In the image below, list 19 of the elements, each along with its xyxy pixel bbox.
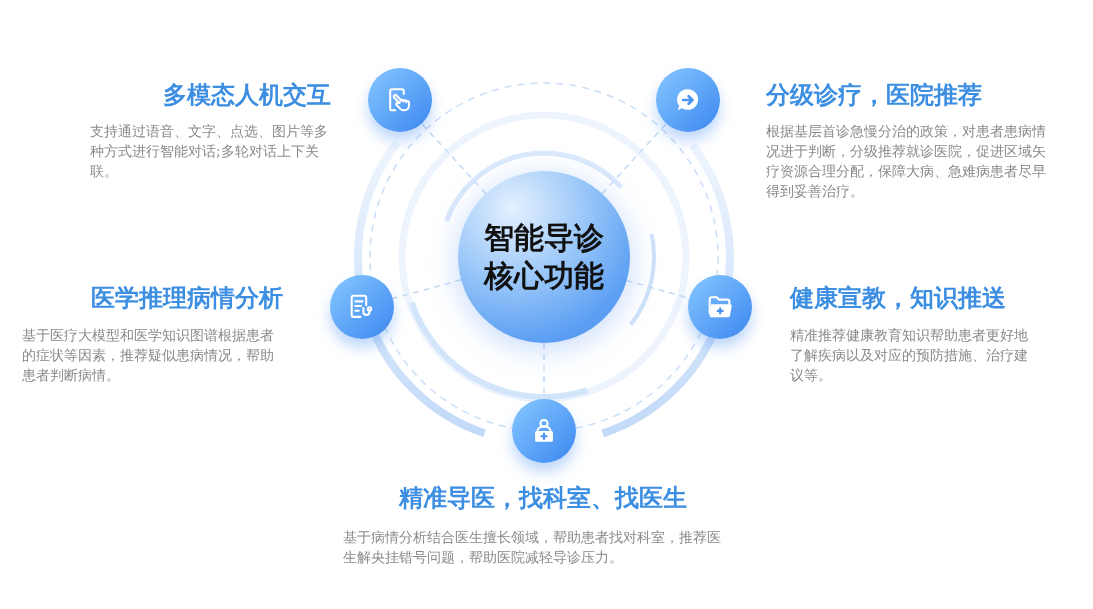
dashed-connector	[392, 279, 462, 300]
person-medical-box-icon	[512, 399, 576, 463]
feature-description: 基于病情分析结合医生擅长领域，帮助患者找对科室，推荐医生解央挂错号问题，帮助医院减轻导诊压力。	[343, 528, 722, 567]
feature-title: 精准导医，找科室、找医生	[399, 483, 687, 513]
feature-title: 健康宣教，知识推送	[790, 283, 1006, 313]
dashed-connector	[420, 122, 487, 195]
folder-plus-icon	[688, 275, 752, 339]
document-stethoscope-icon	[330, 275, 394, 339]
feature-description: 精准推荐健康教育知识帮助患者更好地了解疾病以及对应的预防措施、治疗建议等。	[790, 326, 1029, 385]
feature-description: 根据基层首诊急慢分治的政策，对患者患病情况进于判断，分级推荐就诊医院，促进区域矢疗资源合理分配，保障大病、急难病患者尽早得到妥善治疗。	[766, 122, 1047, 201]
feature-description: 基于医疗大模型和医学知识图谱根据患者的症状等因素，推荐疑似患病情况，帮助患者判断病情。	[22, 326, 275, 385]
feature-title: 分级诊疗，医院推荐	[766, 80, 982, 110]
feature-title: 医学推理病情分析	[91, 283, 283, 313]
dashed-connector	[543, 342, 545, 400]
touch-screen-icon	[368, 68, 432, 132]
feature-title: 多模态人机交互	[163, 80, 331, 110]
core-function-title: 智能导诊核心功能	[482, 219, 605, 295]
dashed-connector	[601, 122, 668, 195]
feature-description: 支持通过语音、文字、点选、图片等多种方式进行智能对话;多轮对话上下关联。	[90, 122, 329, 181]
